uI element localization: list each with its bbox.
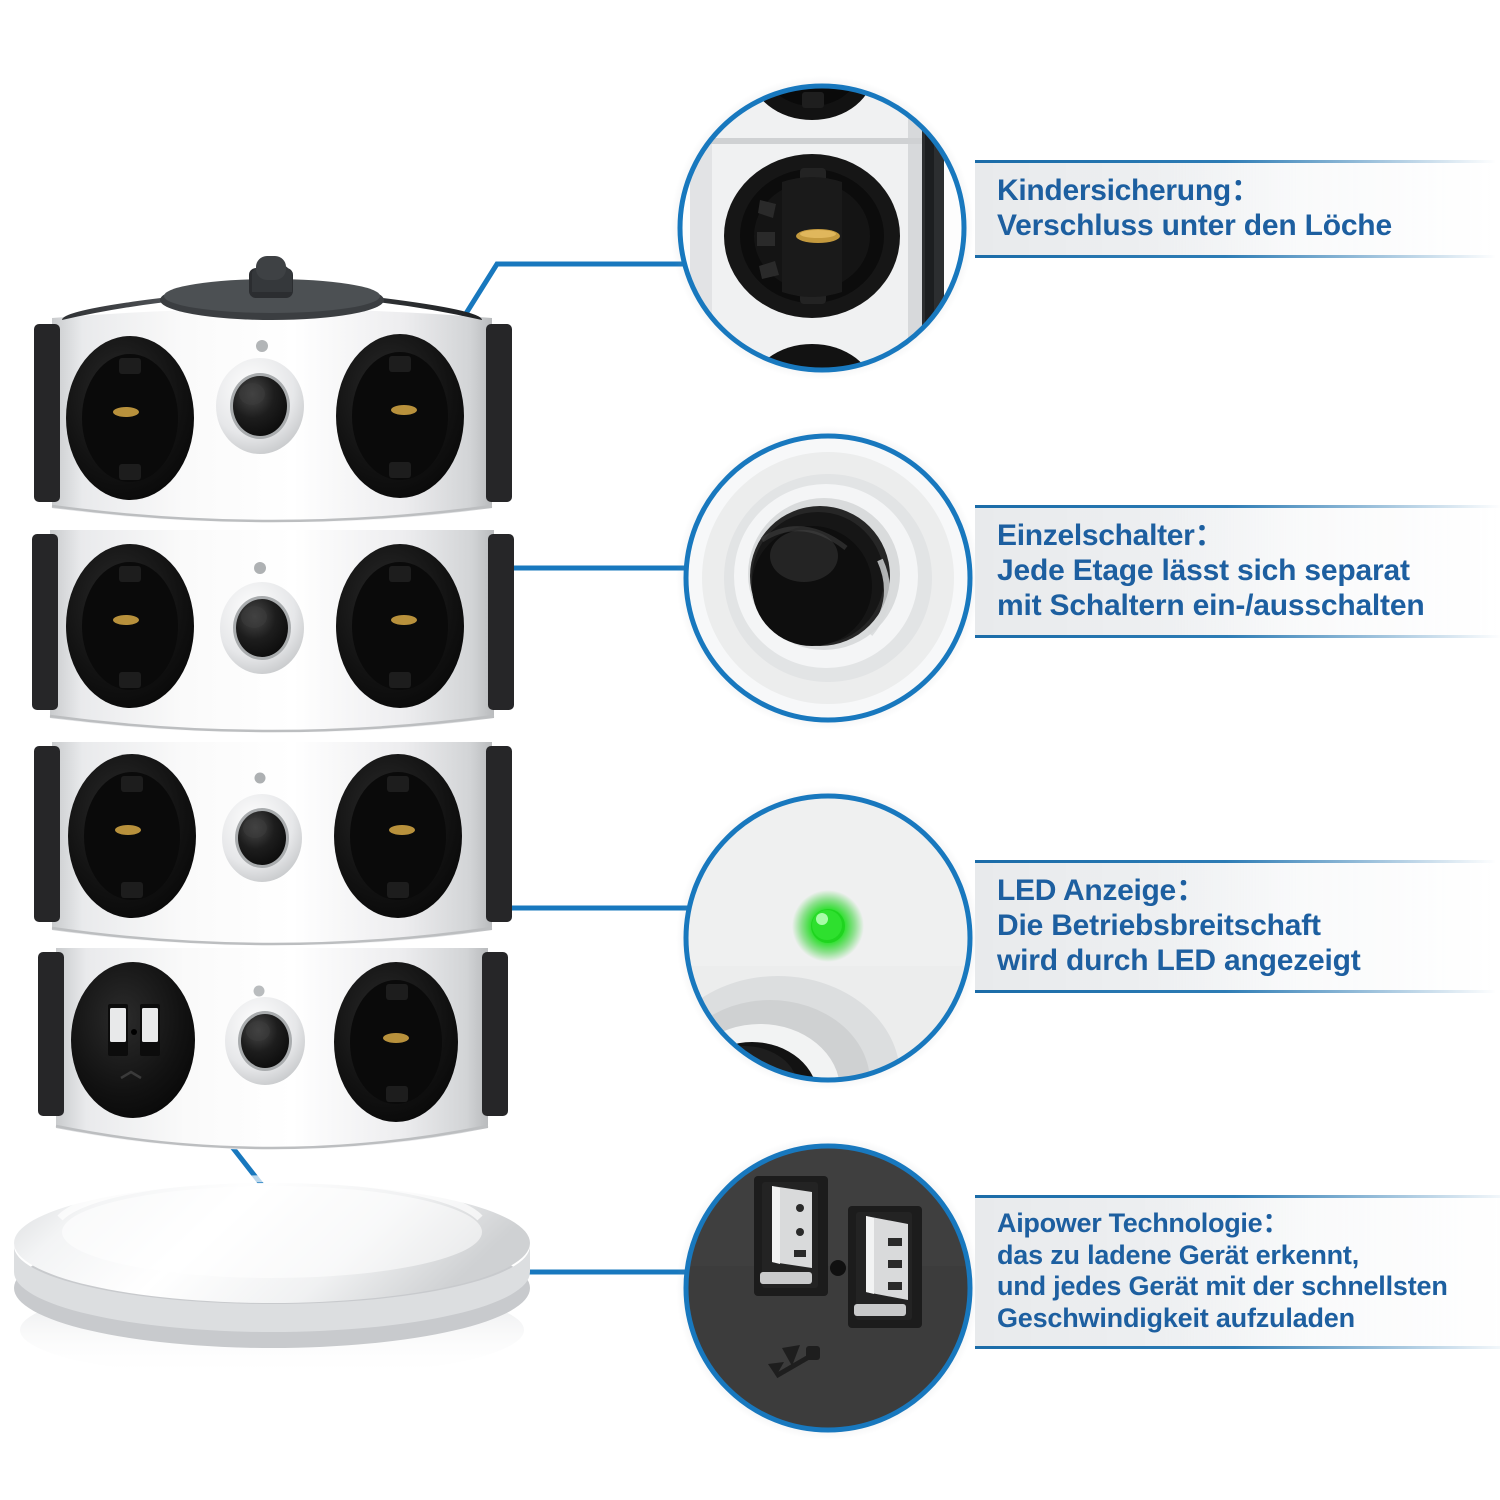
cord-grommet <box>249 256 293 298</box>
usb-port-right <box>848 1206 922 1328</box>
callout-line-led-1: Die Betriebsbreitschaft <box>997 909 1321 943</box>
switch-tier-1[interactable] <box>216 358 304 454</box>
led-indicator-tier-1 <box>256 340 268 352</box>
usb-port-left <box>754 1176 828 1296</box>
socket-tier-3-right[interactable] <box>334 754 462 918</box>
detail-circle-kindersicherung <box>670 76 974 380</box>
callout-line-aipower-3: Geschwindigkeit aufzuladen <box>997 1302 1355 1333</box>
power-strip-tower <box>14 256 530 1378</box>
socket-tier-2-left[interactable] <box>66 544 194 708</box>
switch-tier-4[interactable] <box>225 997 305 1085</box>
usb-module[interactable] <box>71 962 195 1118</box>
callout-line-kindersicherung-1: Verschluss unter den Löche <box>997 209 1392 243</box>
tier-3-side-panel-right <box>486 746 512 922</box>
switch-tier-3[interactable] <box>222 794 302 882</box>
callout-line-aipower-1: das zu ladene Gerät erkennt, <box>997 1239 1360 1270</box>
callout-line-led-2: wird durch LED angezeigt <box>997 944 1361 978</box>
detail-circle-led <box>676 786 980 1090</box>
switch-tier-2[interactable] <box>220 582 304 674</box>
socket-tier-1-right[interactable] <box>336 334 464 498</box>
callout-label-einzelschalter: Einzelschalter： Jede Etage lässt sich se… <box>975 505 1500 639</box>
tier-2 <box>32 530 514 733</box>
callout-title-einzelschalter: Einzelschalter： <box>997 519 1225 552</box>
led-indicator-tier-2 <box>254 562 266 574</box>
callout-title-aipower: Aipower Technologie： <box>997 1208 1290 1238</box>
detail-circle-aipower <box>676 1136 980 1440</box>
tier-1-side-panel-right <box>486 324 512 502</box>
socket-tier-1-left[interactable] <box>66 336 194 500</box>
tier-2-side-panel-left <box>32 534 58 710</box>
socket-tier-2-right[interactable] <box>336 544 464 708</box>
usb-symbol-icon <box>768 1345 820 1379</box>
tier-1 <box>34 309 512 523</box>
tower-base <box>14 1175 530 1348</box>
tier-4-side-panel-right <box>482 952 508 1116</box>
tier-1-side-panel-left <box>34 324 60 502</box>
tier-4-side-panel-left <box>38 952 64 1116</box>
callout-line-einzelschalter-1: Jede Etage lässt sich separat <box>997 554 1410 588</box>
callout-label-aipower: Aipower Technologie： das zu ladene Gerät… <box>975 1195 1500 1350</box>
led-indicator-tier-3 <box>254 772 266 784</box>
callout-line-einzelschalter-2: mit Schaltern ein-/ausschalten <box>997 589 1425 623</box>
tier-2-side-panel-right <box>488 534 514 710</box>
tier-4 <box>38 948 508 1150</box>
detail-circle-einzelschalter <box>676 426 980 730</box>
callout-label-led: LED Anzeige： Die Betriebsbreitschaft wir… <box>975 860 1495 994</box>
callout-line-aipower-2: und jedes Gerät mit der schnellsten <box>997 1271 1448 1302</box>
callout-title-kindersicherung: Kindersicherung： <box>997 174 1261 207</box>
socket-tier-3-left[interactable] <box>68 754 196 918</box>
tier-3-side-panel-left <box>34 746 60 922</box>
tier-3 <box>34 742 512 946</box>
socket-tier-4-right[interactable] <box>334 962 458 1122</box>
callout-label-kindersicherung: Kindersicherung： Verschluss unter den Lö… <box>975 160 1495 259</box>
led-indicator-tier-4 <box>253 985 265 997</box>
callout-title-led: LED Anzeige： <box>997 874 1206 907</box>
